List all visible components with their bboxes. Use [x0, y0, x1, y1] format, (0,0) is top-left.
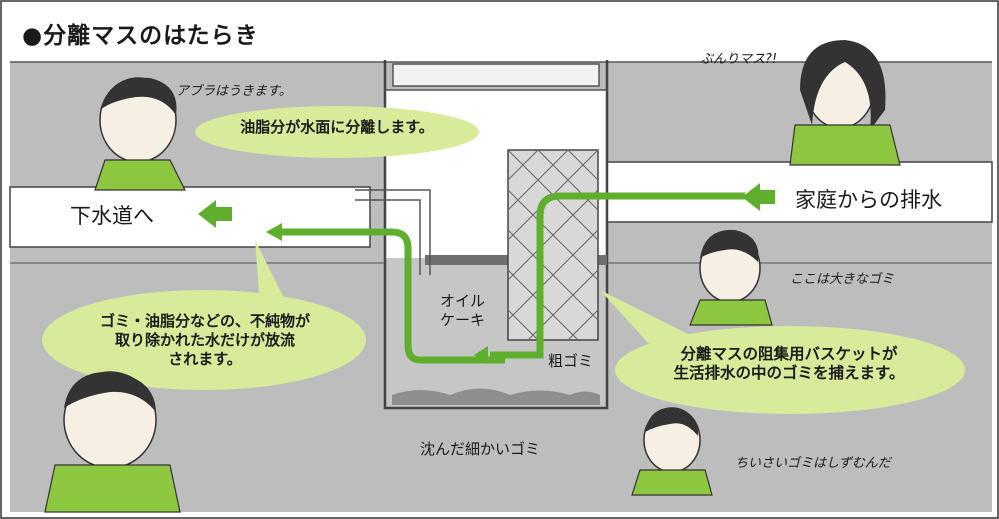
oil-cake-line-2: ケーキ [440, 310, 486, 329]
bubble-basket-line-1: 分離マスの阻集用バスケットが [680, 345, 898, 363]
bubble-basket-line-2: 生活排水の中のゴミを捕えます。 [673, 364, 905, 383]
bubble-basket-text: 分離マスの阻集用バスケットが 生活排水の中のゴミを捕えます。 [624, 345, 954, 384]
boy-bottom-left-character [44, 371, 181, 513]
boy-top-left-character [94, 77, 186, 191]
outlet-pipe [9, 186, 371, 248]
oil-cake-line-1: オイル [440, 292, 486, 310]
oil-cake-label: オイル ケーキ [440, 292, 485, 330]
boy-middle-right-character [689, 229, 773, 326]
inflow-label: 家庭からの排水 [795, 188, 942, 212]
bubble-outflow-line-3: されます。 [168, 349, 242, 368]
in-arrow-icon [742, 183, 775, 211]
bubble-outflow-line-2: 取り除かれた水だけが放流 [114, 330, 295, 349]
bubble-outflow-text: ゴミ・油脂分などの、不純物が 取り除かれた水だけが放流 されます。 [55, 312, 355, 368]
speech-large-debris: ここは大きなゴミ [790, 272, 895, 287]
girl-top-right-character [789, 40, 901, 166]
inlet-pipe [574, 161, 993, 223]
coarse-debris-label: 粗ゴミ [548, 352, 594, 370]
outflow-label: 下水道へ [70, 204, 154, 228]
sediment-label: 沈んだ細かいゴミ [420, 440, 541, 458]
speech-pun: ぶんりマス?! [700, 52, 778, 67]
bubble-outflow [42, 290, 366, 390]
basin [355, 60, 609, 410]
boy-bottom-right-character [631, 407, 713, 496]
bubble-oil [195, 106, 479, 158]
figure-title: ●分離マスのはたらき [22, 23, 259, 49]
speech-small-debris: ちいさいゴミはしずむんだ [735, 456, 891, 471]
collection-basket [507, 149, 599, 341]
out-arrow-icon [198, 200, 232, 228]
bubble-basket [615, 326, 965, 414]
speech-oil-floats: アブラはうきます。 [176, 84, 292, 99]
bubble-outflow-line-1: ゴミ・油脂分などの、不純物が [99, 312, 310, 330]
bubble-oil-text: 油脂分が水面に分離します。 [240, 118, 434, 136]
water-flow-arrows [198, 183, 775, 364]
